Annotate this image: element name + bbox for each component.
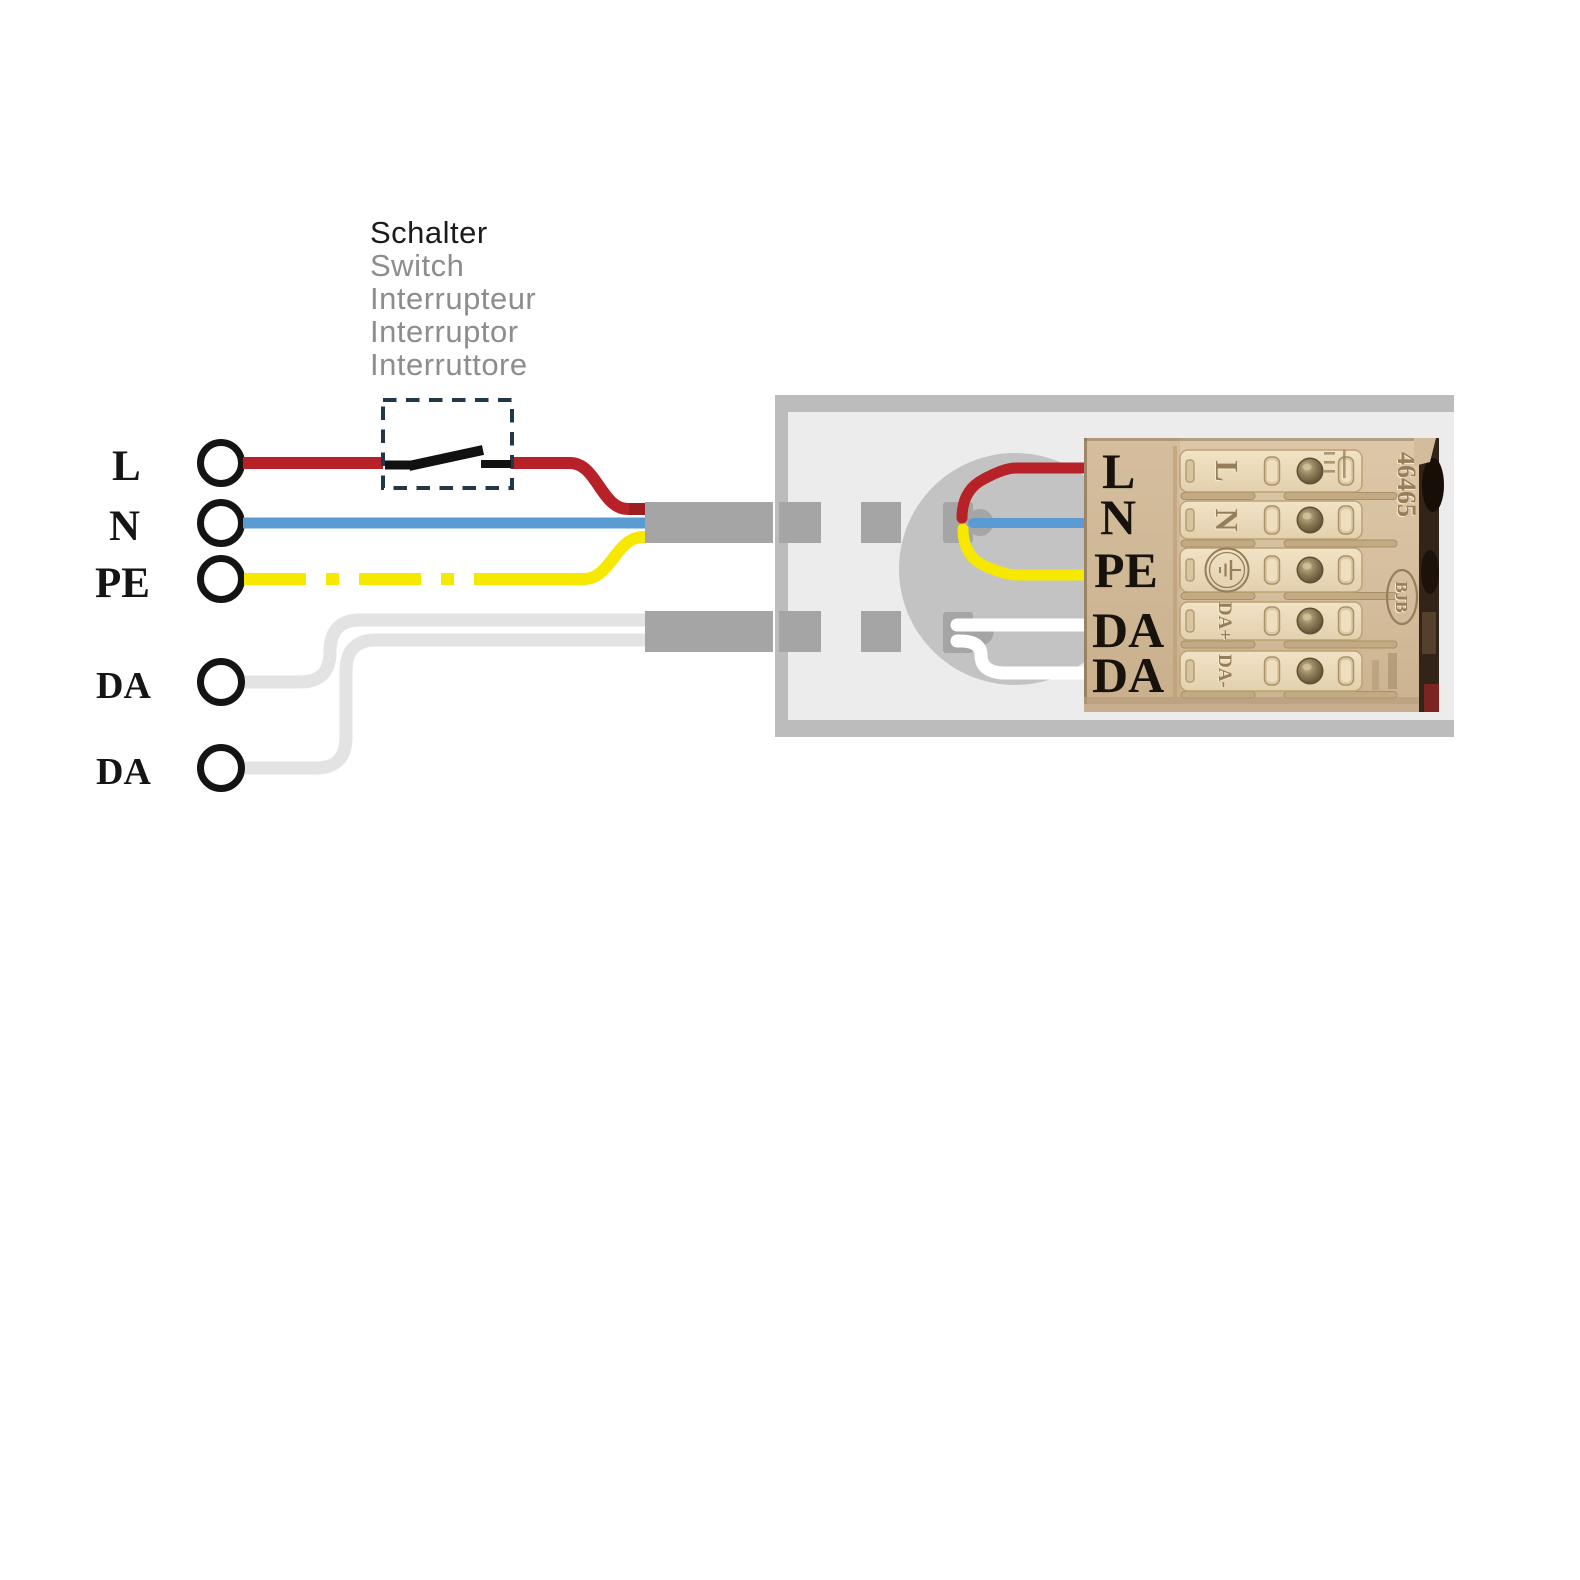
enclosure-border-top xyxy=(775,395,1454,412)
enclosure-border-bottom xyxy=(775,720,1454,737)
terminal-circle-n xyxy=(197,499,245,547)
brand-shadow: BJB xyxy=(1391,582,1410,613)
terminal-circle-l xyxy=(197,439,245,487)
wire-dali-1 xyxy=(245,613,653,689)
photo-bottom-edge xyxy=(1084,704,1419,712)
engraved-da-plus-shadow: DA+ xyxy=(1213,603,1234,641)
photo-left-shade xyxy=(1084,438,1180,712)
engraved-n: N xyxy=(1209,508,1245,531)
label-n: N xyxy=(109,503,140,550)
terminal-circles xyxy=(197,439,245,792)
dali-sleeve xyxy=(645,611,773,652)
wire-pe-inside xyxy=(957,523,1096,581)
bottom-emboss-mark xyxy=(1388,653,1397,689)
wire-live-inside xyxy=(956,462,1096,524)
switch-dashed-box xyxy=(381,398,514,490)
brand: BJB xyxy=(1392,581,1411,612)
left-terminal-labels: L N PE DA DA xyxy=(95,443,151,793)
photo-label-l: L xyxy=(1102,443,1135,499)
wire-pe-solid xyxy=(512,531,653,585)
switch-label-es: Interruptor xyxy=(370,314,519,349)
engraved-symbols: L L N N DA+ DA+ xyxy=(1204,460,1250,689)
mains-block-inner2 xyxy=(861,502,901,543)
label-pe: PE xyxy=(95,560,150,607)
switch-label-en: Switch xyxy=(370,248,464,283)
wire-dali-2 xyxy=(245,633,653,775)
label-da2: DA xyxy=(96,751,151,793)
photo-terminal-labels: L N PE DA DA xyxy=(1092,443,1164,703)
terminal-block-photo: L L N N DA+ DA+ xyxy=(1084,438,1444,712)
plate-notches xyxy=(1185,459,1195,683)
brand-oval xyxy=(1385,568,1419,626)
engraved-l: L xyxy=(1209,460,1245,481)
mains-block-inner1 xyxy=(779,502,821,543)
switch-lever xyxy=(407,445,485,471)
engraved-da-minus-shadow: DA- xyxy=(1213,655,1234,689)
switch-label-de: Schalter xyxy=(370,215,488,250)
switch xyxy=(381,398,514,490)
gauge-marks xyxy=(1324,450,1346,478)
engraved-n-shadow: N xyxy=(1208,509,1244,532)
switch-label-it: Interruttore xyxy=(370,347,528,382)
switch-annotation: Schalter Switch Interrupteur Interruptor… xyxy=(370,215,536,382)
terminal-circle-da1 xyxy=(197,658,245,706)
photo-top-edge-line xyxy=(1084,438,1439,441)
enclosure-border-left xyxy=(775,395,788,737)
photo-bottom-shade xyxy=(1084,697,1419,705)
label-da1: DA xyxy=(96,665,151,707)
dali-block-inner2 xyxy=(861,611,901,652)
internal-wires xyxy=(950,462,1097,680)
block-left-rib xyxy=(1173,446,1177,698)
photo-label-pe: PE xyxy=(1094,542,1158,598)
engraved-da-plus: DA+ xyxy=(1214,602,1235,640)
wire-live-right xyxy=(511,457,634,515)
dali-block-inner1 xyxy=(779,611,821,652)
terminal-circle-pe xyxy=(197,555,245,603)
bottom-emboss-mark2 xyxy=(1372,660,1379,690)
row-separators xyxy=(1180,492,1398,699)
photo-label-n: N xyxy=(1100,489,1136,545)
photo-left-edge-line xyxy=(1084,438,1087,712)
photo-right-dark-edge xyxy=(1414,438,1444,712)
terminal-circle-da2 xyxy=(197,744,245,792)
photo-label-da1: DA xyxy=(1092,602,1164,658)
photo-label-da2: DA xyxy=(1092,647,1164,703)
label-l: L xyxy=(112,443,141,490)
pe-earth-symbol xyxy=(1204,547,1250,593)
engraved-l-shadow: L xyxy=(1208,461,1244,482)
engraved-da-minus: DA- xyxy=(1214,654,1235,688)
mains-sleeve xyxy=(645,502,773,543)
external-wires xyxy=(243,457,653,775)
wire-dali-2-inside xyxy=(950,634,1097,680)
part-number-area: 46465 46465 BJB BJB xyxy=(1372,452,1421,690)
switch-label-fr: Interrupteur xyxy=(370,281,536,316)
